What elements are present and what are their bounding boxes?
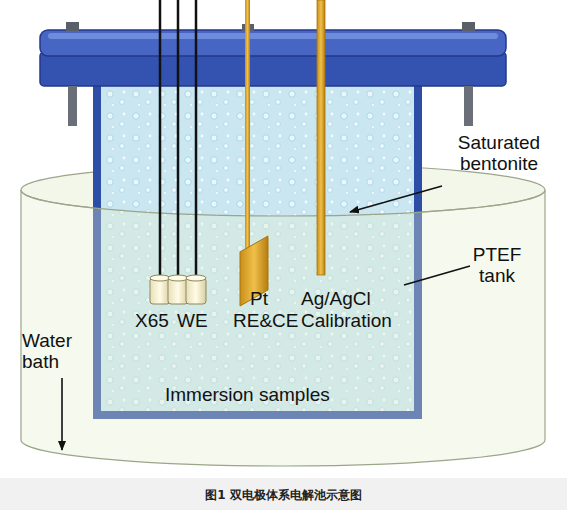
electrode-label: X65 <box>135 310 169 331</box>
electrode-label: RE&CE <box>233 310 298 331</box>
electrode-label: WE <box>177 310 208 331</box>
figure-caption: 图1 双电极体系电解池示意图 <box>0 487 567 504</box>
electrode-label: Ag/AgCl <box>301 288 371 309</box>
part-label: PTEF tank <box>466 244 528 286</box>
electrode-label: Calibration <box>301 310 392 331</box>
region-label: Immersion samples <box>165 384 330 405</box>
part-label: Saturated bentonite <box>440 132 558 174</box>
part-label: Water bath <box>22 330 82 372</box>
electrode-label: Pt <box>250 288 268 309</box>
